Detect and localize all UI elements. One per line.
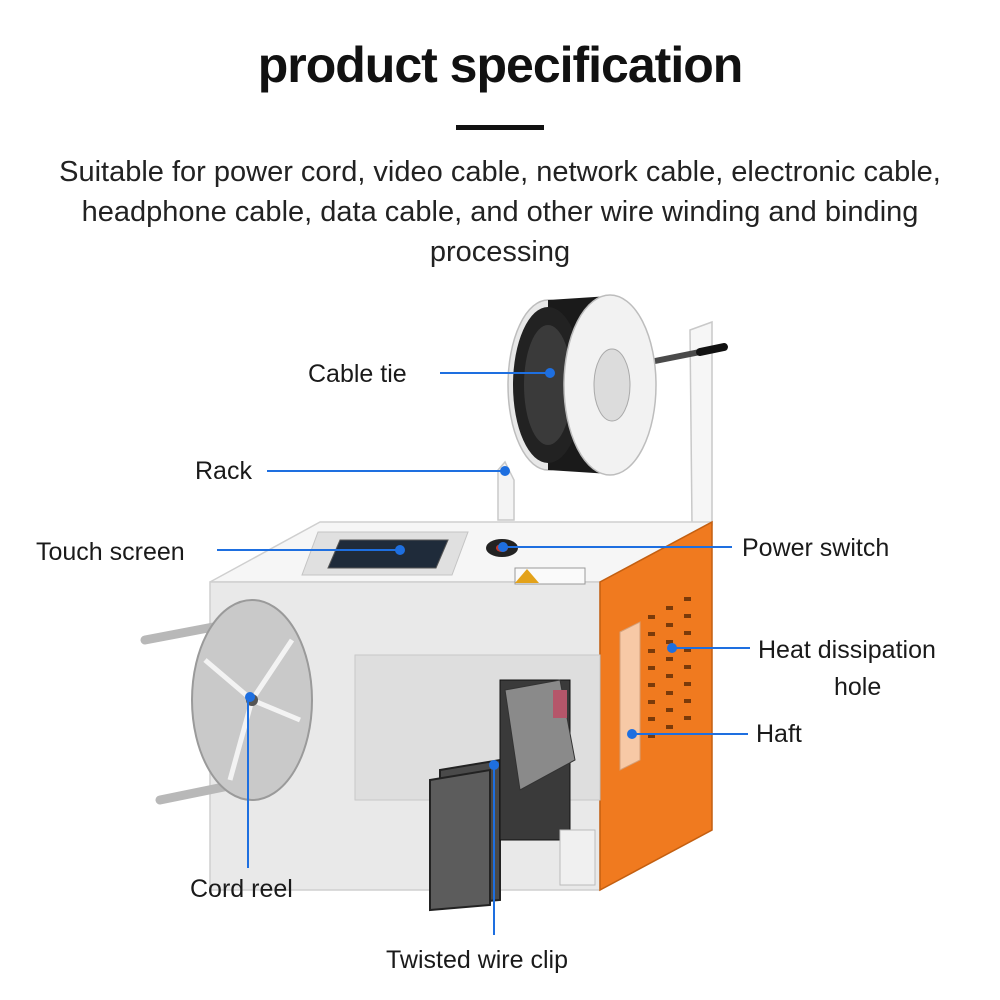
page-subtitle: Suitable for power cord, video cable, ne… [59, 156, 941, 268]
label-twisted-wire-clip: Twisted wire clip [386, 946, 568, 974]
vent-hole [684, 716, 691, 720]
vent-hole [666, 725, 673, 729]
cord-reel [140, 599, 313, 805]
vent-hole [648, 717, 655, 721]
vent-hole [684, 682, 691, 686]
vent-hole [666, 691, 673, 695]
leader-dot-haft [627, 729, 637, 739]
label-heat-dissipation-line1: Heat dissipation [758, 636, 936, 664]
label-cable-tie: Cable tie [308, 360, 407, 388]
rack [497, 320, 728, 526]
label-touch-screen: Touch screen [36, 538, 185, 566]
vent-hole [684, 597, 691, 601]
label-power-switch: Power switch [742, 534, 890, 562]
vent-hole [648, 649, 655, 653]
vent-hole [684, 614, 691, 618]
heat-dissipation-holes [648, 597, 691, 738]
label-rack: Rack [195, 457, 252, 485]
vent-hole [666, 708, 673, 712]
title-underline [456, 125, 544, 130]
vent-hole [684, 699, 691, 703]
vent-hole [648, 700, 655, 704]
label-haft: Haft [756, 720, 802, 748]
label-heat-dissipation-line2: hole [834, 673, 882, 701]
vent-hole [666, 657, 673, 661]
leader-dot-touch-screen [395, 545, 405, 555]
twisted-wire-clip [429, 679, 596, 912]
leader-dot-heat-dissipation [667, 643, 677, 653]
vent-hole [666, 606, 673, 610]
leader-dot-cable-tie [545, 368, 555, 378]
cable-tie-spool [507, 294, 657, 476]
leader-dot-rack [500, 466, 510, 476]
leader-dot-power-switch [498, 542, 508, 552]
vent-hole [648, 734, 655, 738]
callout-leader-lines [217, 368, 750, 935]
leader-dot-cord-reel [245, 692, 255, 702]
vent-hole [666, 640, 673, 644]
vent-hole [666, 674, 673, 678]
label-cord-reel: Cord reel [190, 875, 293, 903]
vent-hole [648, 632, 655, 636]
vent-hole [684, 648, 691, 652]
vent-hole [648, 683, 655, 687]
page-title: product specification [257, 37, 744, 93]
vent-hole [648, 615, 655, 619]
vent-hole [684, 631, 691, 635]
vent-hole [684, 665, 691, 669]
vent-hole [648, 666, 655, 670]
leader-dot-twisted-wire-clip [489, 760, 499, 770]
vent-hole [666, 623, 673, 627]
